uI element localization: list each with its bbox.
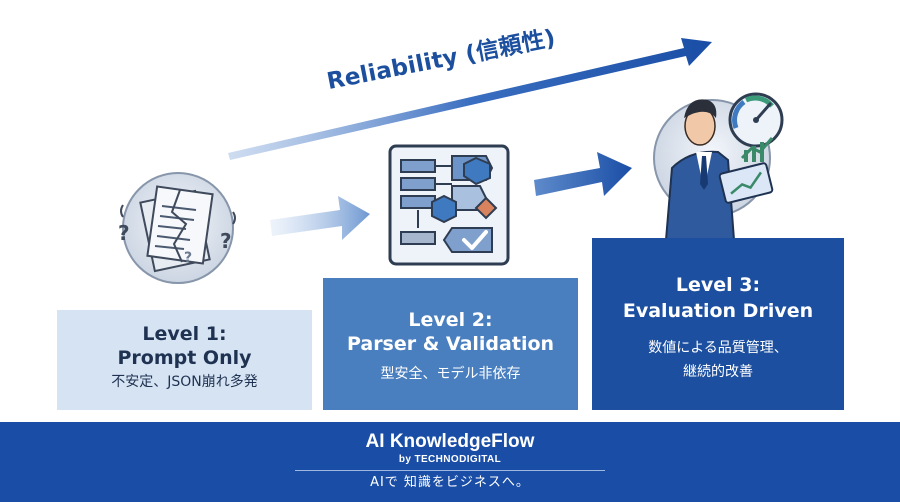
footer-banner: AI KnowledgeFlow by TECHNODIGITAL AIで 知識… bbox=[0, 422, 900, 502]
footer-tagline: AIで 知識をビジネスへ。 bbox=[370, 475, 530, 490]
level-3-desc-line1: 数値による品質管理、 bbox=[648, 340, 788, 356]
footer-divider bbox=[295, 470, 605, 471]
svg-text:?: ? bbox=[118, 221, 130, 245]
diagram-graphics: ? ? ? bbox=[118, 38, 784, 284]
level-1-desc: 不安定、JSON崩れ多発 bbox=[111, 374, 258, 390]
svg-text:?: ? bbox=[184, 250, 192, 266]
level-1-title: Level 1: bbox=[142, 323, 227, 345]
level-1-card: Level 1: Prompt Only 不安定、JSON崩れ多発 bbox=[57, 310, 312, 410]
broken-documents-icon: ? ? ? bbox=[118, 172, 236, 284]
level-2-card: Level 2: Parser & Validation 型安全、モデル非依存 bbox=[323, 278, 578, 410]
svg-text:?: ? bbox=[220, 229, 232, 253]
gauge-icon bbox=[728, 92, 784, 162]
level-2-desc: 型安全、モデル非依存 bbox=[380, 366, 521, 382]
tablet-chart-icon bbox=[718, 162, 774, 204]
level-2-subtitle: Parser & Validation bbox=[346, 333, 555, 355]
level-3-desc-line2: 継続的改善 bbox=[683, 364, 753, 380]
footer-brand: AI KnowledgeFlow bbox=[365, 431, 535, 452]
level-3-subtitle: Evaluation Driven bbox=[622, 300, 814, 322]
businessman-icon bbox=[653, 92, 784, 241]
question-mark-icon: ? ? ? bbox=[118, 221, 232, 266]
level-3-card: Level 3: Evaluation Driven 数値による品質管理、 継続… bbox=[592, 238, 844, 410]
arrow-level2-to-level3 bbox=[534, 152, 632, 196]
reliability-arrow bbox=[228, 38, 712, 160]
flowchart-validation-icon bbox=[388, 144, 510, 266]
level-3-title: Level 3: bbox=[675, 274, 761, 296]
checkmark-icon bbox=[462, 230, 488, 250]
diagram-stage: ? ? ? bbox=[57, 25, 844, 410]
arrow-level1-to-level2 bbox=[270, 196, 370, 240]
level-2-title: Level 2: bbox=[408, 309, 493, 331]
footer-by: by TECHNODIGITAL bbox=[398, 454, 502, 465]
level-1-subtitle: Prompt Only bbox=[117, 347, 252, 369]
